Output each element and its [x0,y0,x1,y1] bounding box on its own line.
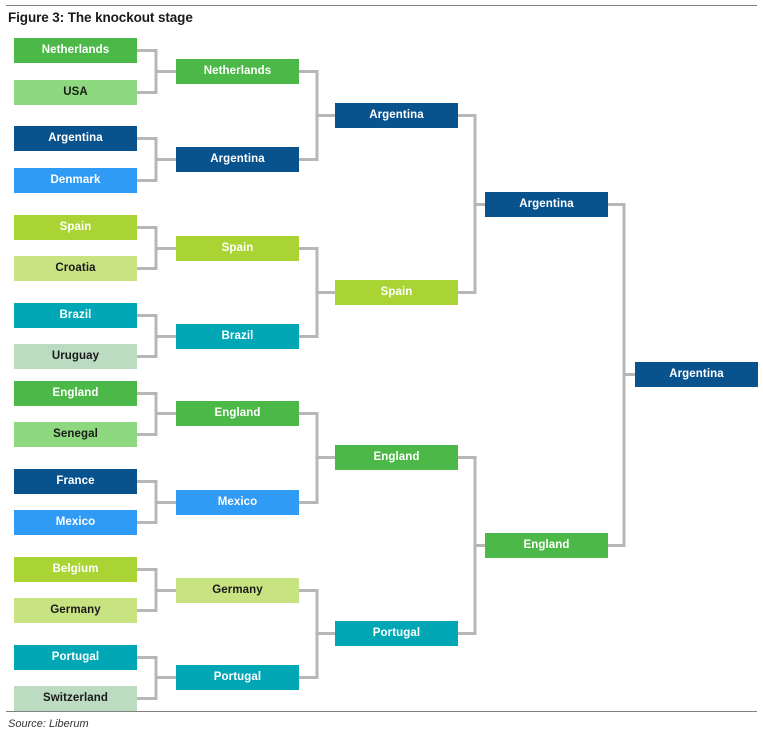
team-name-label: Croatia [55,261,96,274]
team-name-label: Argentina [519,197,574,210]
bracket-connector [137,314,158,358]
bracket-connector [299,247,319,338]
team-name-label: Brazil [221,329,254,342]
bracket-slot-quarter-final-6[interactable]: Mexico [176,490,299,515]
team-name-label: Portugal [372,626,421,639]
bracket-slot-round-of-16-2[interactable]: USA [14,80,137,105]
bracket-slot-quarter-final-4[interactable]: Brazil [176,324,299,349]
bracket-slot-quarter-final-5[interactable]: England [176,401,299,426]
bracket-slot-final-1[interactable]: Argentina [485,192,608,217]
team-name-label: Portugal [51,650,100,663]
bracket-slot-quarter-final-3[interactable]: Spain [176,236,299,261]
team-name-label: Uruguay [51,349,100,362]
team-name-label: Portugal [213,670,262,683]
bracket-slot-round-of-16-12[interactable]: Mexico [14,510,137,535]
team-name-label: Brazil [59,308,92,321]
team-name-label: Germany [50,603,101,616]
bracket-connector [137,480,158,524]
bracket-slot-round-of-16-1[interactable]: Netherlands [14,38,137,63]
bracket-slot-round-of-16-11[interactable]: France [14,469,137,494]
team-name-label: France [56,474,95,487]
team-name-label: England [52,386,99,399]
bracket-connector [137,392,158,436]
page-title: Figure 3: The knockout stage [8,10,193,25]
team-name-label: USA [63,85,88,98]
bracket-slot-round-of-16-4[interactable]: Denmark [14,168,137,193]
bracket-slot-round-of-16-7[interactable]: Brazil [14,303,137,328]
team-name-label: Germany [212,583,263,596]
source-note: Source: Liberum [8,718,89,730]
bracket-slot-quarter-final-2[interactable]: Argentina [176,147,299,172]
team-name-label: Spain [59,220,92,233]
bracket-slot-round-of-16-8[interactable]: Uruguay [14,344,137,369]
bracket-slot-semi-final-4[interactable]: Portugal [335,621,458,646]
bracket-connector [299,589,319,679]
bracket-slot-quarter-final-7[interactable]: Germany [176,578,299,603]
bracket-connector [137,49,158,94]
bracket-slot-round-of-16-10[interactable]: Senegal [14,422,137,447]
bracket-slot-final-2[interactable]: England [485,533,608,558]
bracket-connector [608,203,626,547]
bracket-slot-round-of-16-3[interactable]: Argentina [14,126,137,151]
team-name-label: Spain [221,241,254,254]
team-name-label: Argentina [210,152,265,165]
team-name-label: Belgium [52,562,99,575]
bracket-connector [137,568,158,612]
bracket-connector [137,226,158,270]
team-name-label: Netherlands [41,43,110,56]
team-name-label: Argentina [669,367,724,380]
team-name-label: Argentina [369,108,424,121]
bracket-connector [458,456,477,635]
bracket-slot-semi-final-3[interactable]: England [335,445,458,470]
team-name-label: Netherlands [203,64,272,77]
team-name-label: Switzerland [42,691,108,704]
team-name-label: Mexico [217,495,258,508]
bracket-connector [458,114,477,294]
bracket-slot-semi-final-1[interactable]: Argentina [335,103,458,128]
team-name-label: Mexico [55,515,96,528]
team-name-label: England [373,450,420,463]
bracket-slot-quarter-final-1[interactable]: Netherlands [176,59,299,84]
bottom-divider-rule [6,711,757,712]
bracket-slot-round-of-16-6[interactable]: Croatia [14,256,137,281]
bracket-slot-round-of-16-16[interactable]: Switzerland [14,686,137,711]
bracket-slot-semi-final-2[interactable]: Spain [335,280,458,305]
bracket-slot-round-of-16-9[interactable]: England [14,381,137,406]
bracket-slot-round-of-16-13[interactable]: Belgium [14,557,137,582]
bracket-connector [137,656,158,700]
bracket-slot-round-of-16-14[interactable]: Germany [14,598,137,623]
bracket-connector [299,412,319,504]
bracket-slot-round-of-16-15[interactable]: Portugal [14,645,137,670]
team-name-label: Denmark [50,173,101,186]
bracket-connector [137,137,158,182]
bracket-slot-champion-1[interactable]: Argentina [635,362,758,387]
team-name-label: Argentina [48,131,103,144]
bracket-connector [299,70,319,161]
team-name-label: Senegal [53,427,98,440]
top-divider-rule [6,5,757,6]
bracket-slot-quarter-final-8[interactable]: Portugal [176,665,299,690]
team-name-label: England [214,406,261,419]
bracket-slot-round-of-16-5[interactable]: Spain [14,215,137,240]
team-name-label: Spain [380,285,413,298]
team-name-label: England [523,538,570,551]
